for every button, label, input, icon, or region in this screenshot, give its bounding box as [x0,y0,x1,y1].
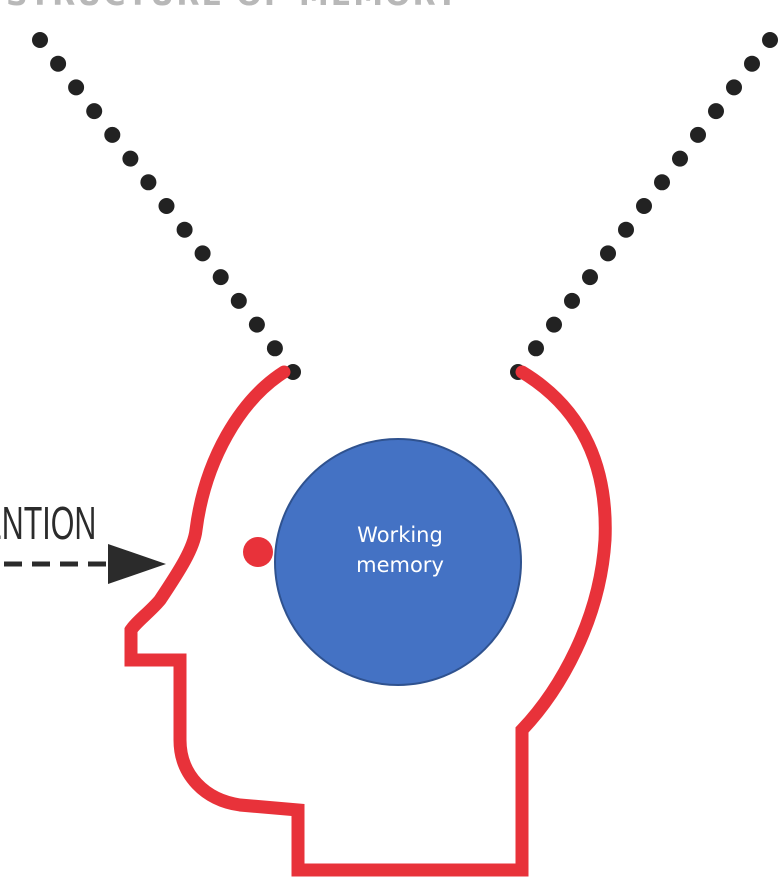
dot [726,79,742,96]
dot [672,150,688,167]
dot [636,198,652,214]
attention-label: ATTENTION [0,498,96,549]
dot [564,292,580,309]
dot [230,292,247,309]
dot [32,32,48,48]
dot [618,221,634,238]
dot [212,269,229,286]
dot [248,316,265,333]
attention-label-clip: ATTENTION [0,498,96,550]
dot [50,55,67,72]
dot [158,198,175,214]
dot [528,340,544,357]
dot [104,126,121,143]
dot [266,340,283,357]
dot [176,221,193,238]
working-memory-label: Working memory [320,520,480,580]
dot [708,103,724,120]
dotted-line-left [32,32,301,380]
dot [140,174,157,191]
eye-dot [243,537,273,567]
working-memory-line2: memory [356,553,444,577]
dot [600,245,616,262]
dot [122,150,139,167]
dot [744,55,760,72]
dot [194,245,211,262]
working-memory-circle [274,438,522,686]
dot [546,316,562,333]
head-outline-face [124,365,612,877]
dot [68,79,85,96]
working-memory-line1: Working [357,523,443,547]
attention-arrow-head [108,544,166,584]
dot [86,103,103,120]
dotted-line-right [510,32,778,380]
cropped-title: STRUCTURE OF MEMORY [0,0,781,13]
dot [582,269,598,286]
dot [762,32,778,48]
dot [654,174,670,191]
dot [690,126,706,143]
